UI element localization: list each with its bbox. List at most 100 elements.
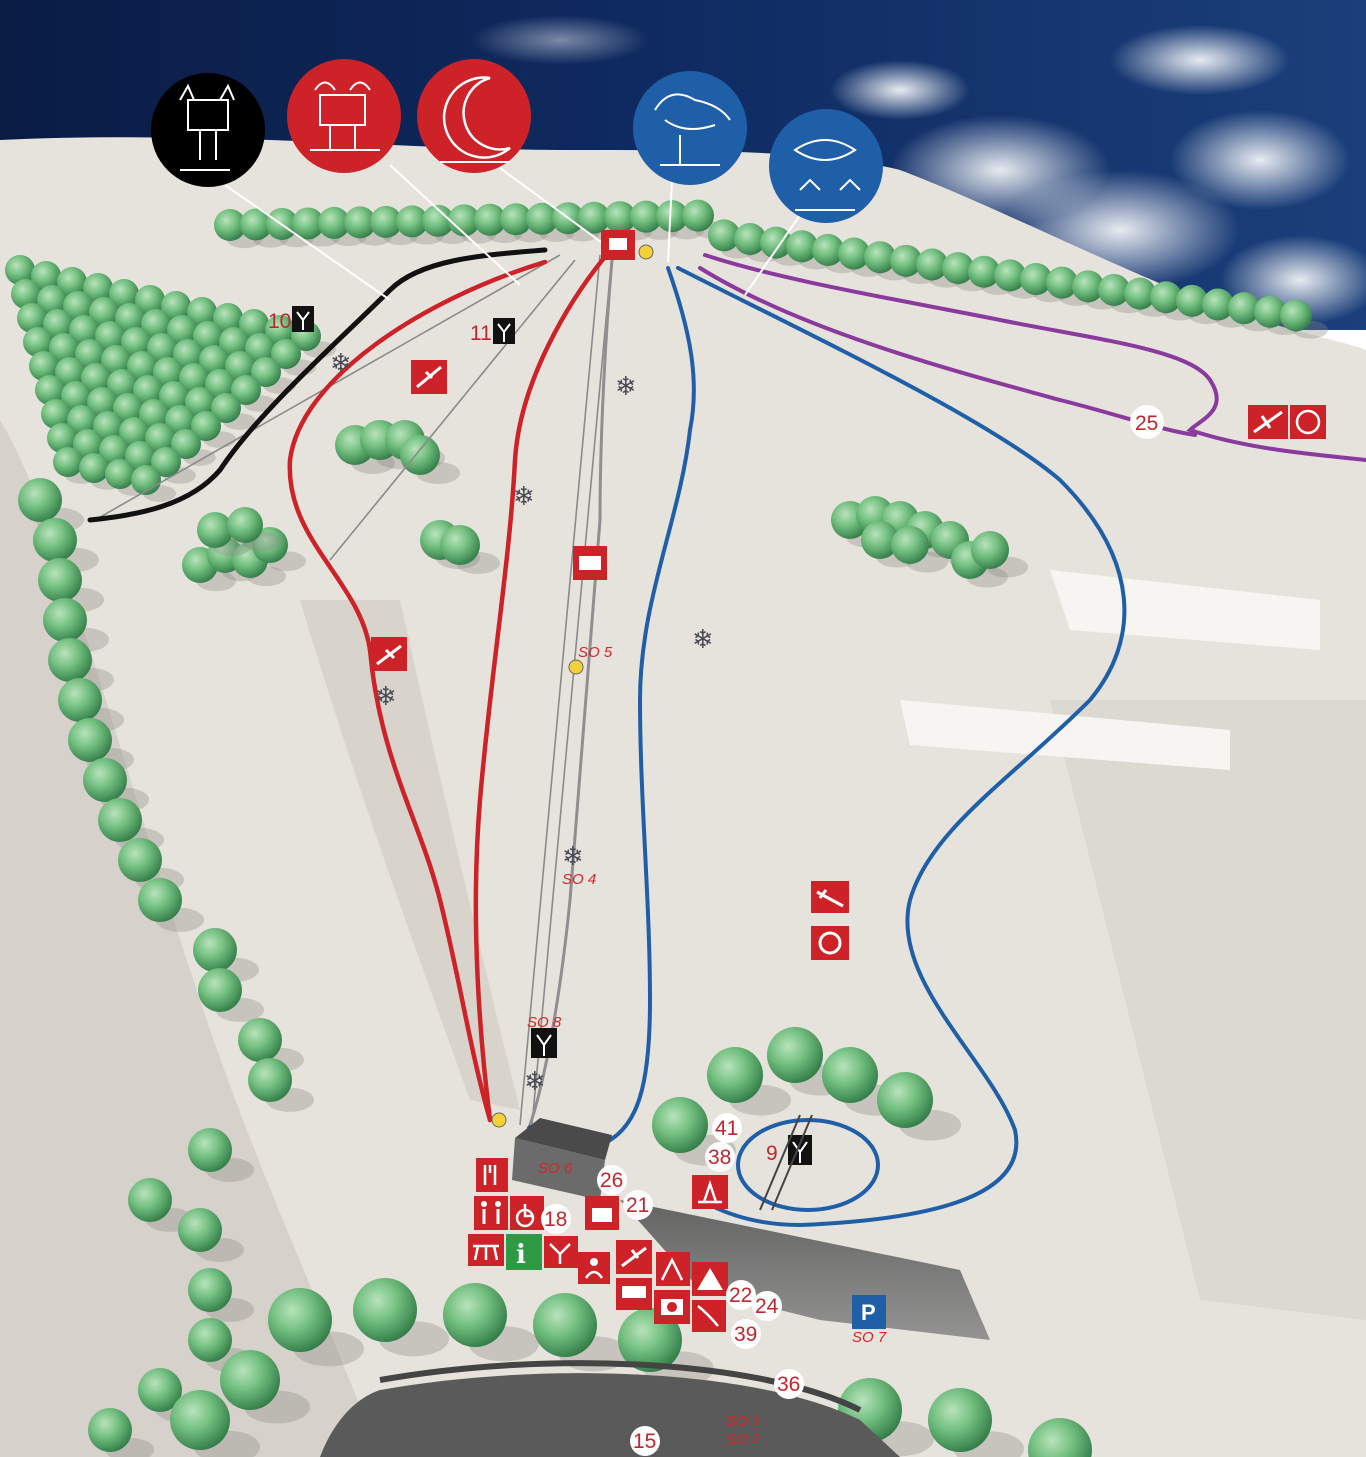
fun-park-icon[interactable] <box>656 1252 690 1286</box>
xc-trail-1 <box>703 253 1366 462</box>
svg-text:i: i <box>516 1240 526 1270</box>
parking-lot <box>620 1200 990 1340</box>
svg-text:41: 41 <box>715 1117 738 1140</box>
tree <box>656 200 688 233</box>
sledge-icon[interactable] <box>811 881 849 913</box>
ski-rental-icon[interactable] <box>616 1240 652 1274</box>
snowflake-icon: ❄ <box>615 372 637 402</box>
bird-mascot-icon[interactable] <box>633 71 747 185</box>
tubing-icon[interactable] <box>811 926 849 960</box>
tree <box>891 526 929 564</box>
tree <box>83 758 127 802</box>
tree <box>239 309 269 339</box>
parking-icon[interactable]: P <box>852 1295 886 1329</box>
badge-22[interactable]: 22 <box>726 1280 756 1310</box>
cross-country-icon[interactable] <box>1248 405 1288 439</box>
badge-24[interactable]: 24 <box>752 1291 782 1321</box>
tree <box>105 459 135 489</box>
tree <box>734 223 766 255</box>
tree <box>48 638 92 682</box>
piste-red-center <box>473 255 607 1123</box>
tree <box>1072 270 1104 303</box>
cable-car-icon[interactable] <box>585 1196 619 1230</box>
tree <box>225 351 255 381</box>
so-labels: SO 5 SO 4 SO 8 SO 6 SO 7 SO 1 SO 2 <box>527 644 887 1448</box>
slope-shade-right <box>1050 700 1366 1320</box>
info-icon[interactable]: i <box>506 1234 542 1270</box>
lift-8-icon[interactable] <box>531 1028 557 1058</box>
ski-school-icon[interactable] <box>544 1236 578 1268</box>
base-station[interactable] <box>512 1118 612 1200</box>
family-icon[interactable] <box>578 1252 610 1284</box>
picnic-icon[interactable] <box>468 1234 504 1266</box>
tree <box>292 207 324 240</box>
lift-11-label[interactable]: 11 <box>470 318 515 345</box>
snowboard-icon[interactable] <box>411 360 447 394</box>
svg-text:25: 25 <box>1135 412 1158 435</box>
tree <box>138 1368 182 1412</box>
badge-25[interactable]: 25 <box>1130 405 1164 439</box>
tree <box>708 219 740 252</box>
bull-mascot-icon[interactable] <box>287 59 401 173</box>
piste-blue-2 <box>676 266 1127 1228</box>
svg-text:P: P <box>861 1300 876 1325</box>
lift-9-label[interactable]: 9 <box>759 1114 813 1211</box>
tree <box>890 244 922 277</box>
tree <box>786 230 818 263</box>
camera-icon[interactable] <box>654 1290 690 1324</box>
snow-cannon-icon[interactable] <box>573 546 607 580</box>
badge-36[interactable]: 36 <box>774 1369 804 1399</box>
moon-mascot-icon[interactable] <box>417 59 531 173</box>
svg-text:39: 39 <box>734 1323 757 1346</box>
tree <box>205 369 235 399</box>
wheelchair-icon[interactable] <box>510 1196 544 1230</box>
badge-21[interactable]: 21 <box>623 1190 653 1220</box>
tree <box>760 226 792 259</box>
tree <box>18 478 62 522</box>
badge-26[interactable]: 26 <box>597 1165 627 1195</box>
devil-mascot-icon[interactable] <box>151 73 265 187</box>
tree <box>1028 1418 1092 1457</box>
restaurant-icon[interactable] <box>476 1158 508 1192</box>
tree <box>1124 277 1156 310</box>
round-trail-icon[interactable] <box>1290 405 1326 439</box>
tree <box>187 297 217 327</box>
playground-icon[interactable] <box>692 1175 728 1209</box>
tree <box>118 838 162 882</box>
badge-18[interactable]: 18 <box>541 1204 571 1234</box>
tree <box>211 393 241 423</box>
toilet-icon[interactable] <box>474 1196 508 1230</box>
tree <box>151 447 181 477</box>
tree <box>73 429 103 459</box>
badge-39[interactable]: 39 <box>731 1319 761 1349</box>
tree <box>268 1288 332 1352</box>
badge-38[interactable]: 38 <box>705 1142 735 1172</box>
snowflake-icon: ❄ <box>692 625 714 655</box>
tree <box>43 598 87 642</box>
tree <box>767 1027 823 1083</box>
tree <box>812 233 844 266</box>
tree <box>213 303 243 333</box>
tree <box>58 678 102 722</box>
tree <box>87 387 117 417</box>
tree <box>31 261 61 291</box>
camping-icon[interactable] <box>692 1262 728 1296</box>
svg-text:26: 26 <box>600 1169 623 1192</box>
floodlight-icon <box>638 244 654 260</box>
tree <box>153 357 183 387</box>
badge-15[interactable]: 15 <box>630 1426 660 1456</box>
badge-41[interactable]: 41 <box>712 1113 742 1143</box>
lift-10-label[interactable]: 10 <box>268 306 314 333</box>
tree <box>128 1178 172 1222</box>
skier-icon[interactable] <box>371 637 407 671</box>
fish-mascot-icon[interactable] <box>769 109 883 223</box>
hiking-icon[interactable] <box>692 1300 726 1332</box>
bus-icon[interactable] <box>616 1278 652 1310</box>
hill <box>0 137 1366 1457</box>
so-1-label: SO 1 <box>726 1413 760 1430</box>
tree <box>440 525 480 565</box>
tree <box>968 255 1000 288</box>
top-station[interactable] <box>601 230 635 260</box>
tree <box>125 441 155 471</box>
tree <box>115 303 145 333</box>
